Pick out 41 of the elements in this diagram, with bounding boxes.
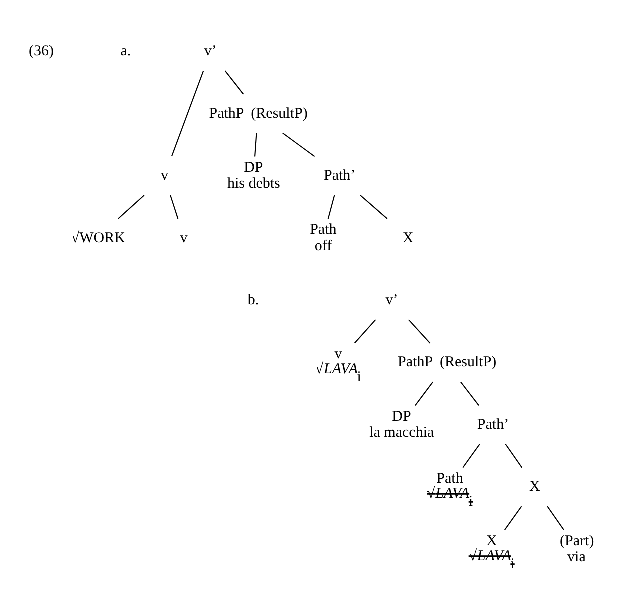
connector (408, 320, 431, 344)
label: b. (248, 292, 260, 308)
node-text: X (402, 230, 414, 246)
connector (504, 506, 522, 530)
node-text: v (334, 346, 342, 363)
node-label: via (568, 549, 586, 566)
connector (462, 444, 480, 468)
connector (328, 195, 336, 220)
connector (460, 382, 480, 406)
connector (282, 132, 316, 158)
connector (170, 195, 179, 220)
connector (354, 320, 376, 344)
node-label: la macchia (370, 424, 434, 441)
node-text: Path’ (477, 416, 510, 433)
node-text: v (160, 168, 168, 184)
connector (505, 444, 523, 468)
connector (118, 195, 145, 220)
connector (172, 70, 204, 157)
node-text: PathP (ResultP) (209, 106, 308, 122)
connector (224, 70, 244, 95)
node-text: X (486, 533, 498, 550)
node-text: v’ (386, 292, 398, 308)
connector (415, 382, 434, 406)
node-text: (Part) (560, 533, 594, 550)
connector (254, 133, 258, 157)
node-label: off (314, 238, 332, 254)
node-text: PathP (ResultP) (398, 354, 497, 371)
node-text: v’ (204, 44, 217, 60)
connector (547, 506, 564, 530)
node-text: DP (244, 160, 264, 176)
node-text: DP (392, 408, 412, 425)
node-text: √WORK (71, 230, 126, 246)
node-text: Path (310, 222, 337, 238)
node-label: his debts (227, 176, 280, 192)
connector (360, 195, 388, 220)
label: (36) (28, 44, 54, 60)
label: a. (120, 44, 132, 60)
node-text: Path’ (324, 168, 356, 184)
node-text: X (529, 479, 540, 496)
node-text: v (180, 230, 188, 246)
node-text: Path (436, 471, 464, 488)
